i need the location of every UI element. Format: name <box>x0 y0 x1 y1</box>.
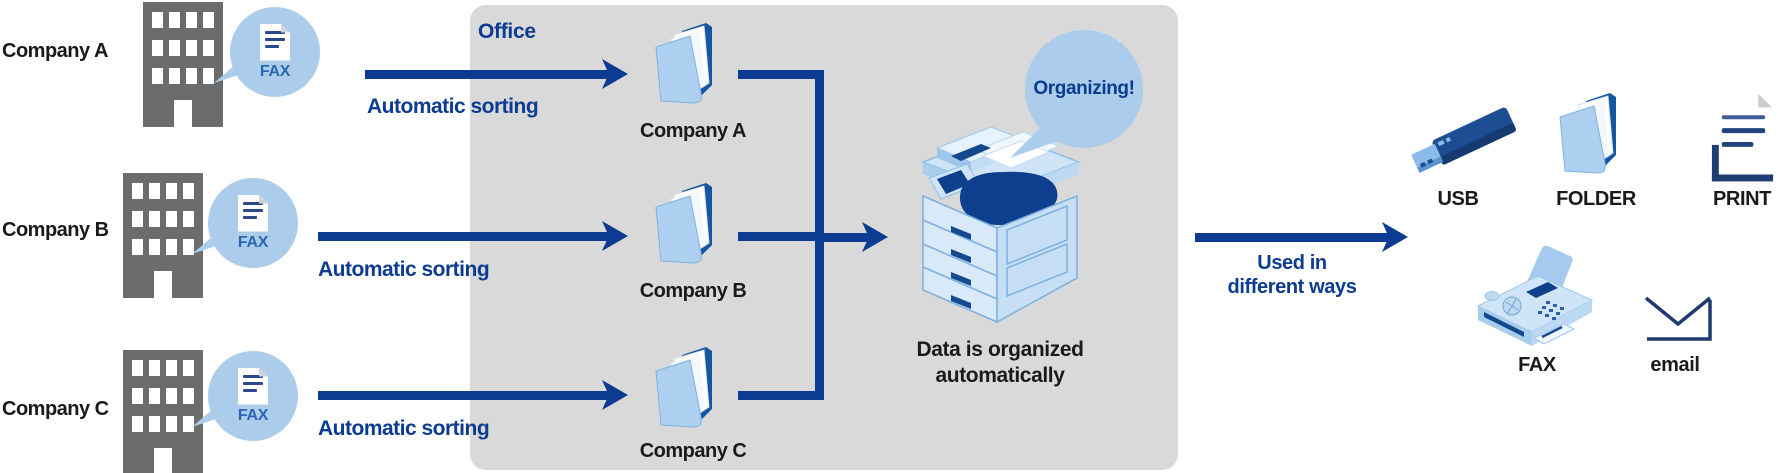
fax-speech-bubble: FAX <box>192 178 298 268</box>
folder-icon <box>655 23 712 104</box>
connector-line <box>738 391 817 400</box>
folder-c-label: Company C <box>639 440 747 462</box>
folder-icon <box>655 347 712 428</box>
company-b-label: Company B <box>2 219 109 241</box>
fax-machine-icon <box>1476 245 1594 346</box>
folder-icon <box>1559 93 1616 174</box>
company-a-label: Company A <box>2 40 108 62</box>
fax-bubble-text: FAX <box>237 406 269 424</box>
arrow-right-icon <box>365 59 628 89</box>
connector-line <box>738 70 817 79</box>
print-label: PRINT <box>1712 188 1771 210</box>
bubble-tail <box>192 403 222 428</box>
arrow-right-icon <box>318 380 628 410</box>
email-label: email <box>1650 354 1700 376</box>
automatic-sorting-label: Automatic sorting <box>318 417 490 440</box>
automatic-sorting-label: Automatic sorting <box>318 258 490 281</box>
connector-line <box>738 232 817 241</box>
folder-label: FOLDER <box>1556 188 1636 210</box>
email-envelope-icon <box>1644 296 1712 341</box>
building-icon <box>123 173 203 298</box>
arrow-right-icon <box>824 221 888 253</box>
bubble-tail <box>192 230 222 255</box>
organizing-text: Organizing! <box>1033 78 1135 99</box>
automatic-sorting-label: Automatic sorting <box>367 95 539 118</box>
used-in-different-ways-label: Used in different ways <box>1227 252 1357 298</box>
copier-machine-icon <box>920 126 1082 324</box>
company-c-label: Company C <box>2 398 109 420</box>
connector-vertical-line <box>815 70 824 400</box>
usb-label: USB <box>1437 188 1479 210</box>
print-document-icon <box>1711 93 1774 182</box>
fax-document-icon <box>260 24 290 61</box>
fax-bubble-text: FAX <box>237 233 269 251</box>
fax-document-icon <box>238 195 268 232</box>
arrow-right-icon <box>318 221 628 251</box>
folder-a-label: Company A <box>640 120 746 142</box>
bubble-tail <box>214 59 244 84</box>
folder-icon <box>655 183 712 264</box>
arrow-right-icon <box>1195 221 1408 253</box>
organizing-speech-bubble: Organizing! <box>1025 30 1143 148</box>
usb-drive-icon <box>1411 107 1516 173</box>
building-icon <box>123 350 203 473</box>
building-icon <box>143 2 223 127</box>
office-caption: Data is organized automatically <box>916 338 1084 387</box>
fax-bubble-text: FAX <box>259 62 291 80</box>
fax-output-label: FAX <box>1518 354 1556 376</box>
fax-document-icon <box>238 368 268 405</box>
office-title: Office <box>478 20 536 43</box>
fax-speech-bubble: FAX <box>214 7 320 97</box>
fax-speech-bubble: FAX <box>192 351 298 441</box>
folder-b-label: Company B <box>639 280 747 302</box>
